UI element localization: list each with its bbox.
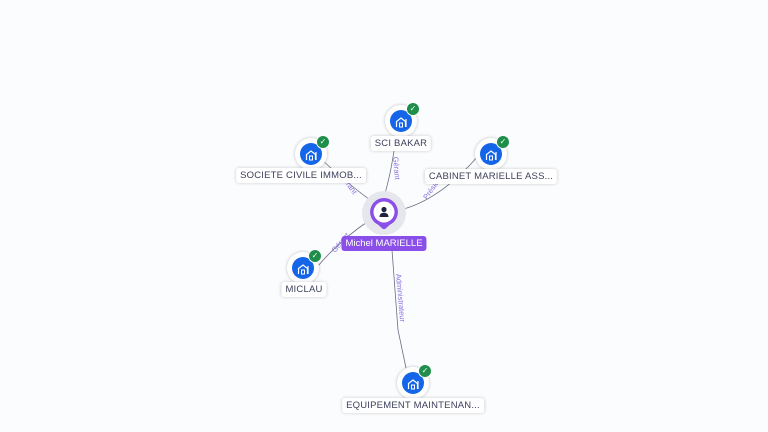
company-node[interactable]: ✓	[397, 364, 432, 399]
company-icon-circle	[390, 110, 412, 132]
center-label[interactable]: Michel MARIELLE	[341, 236, 427, 251]
company-label[interactable]: SOCIETE CIVILE IMMOB...	[236, 168, 366, 183]
building-icon	[407, 378, 419, 389]
verified-check-icon: ✓	[316, 135, 330, 149]
person-pin[interactable]	[368, 197, 400, 229]
company-node[interactable]: ✓	[295, 135, 330, 170]
company-icon-circle	[480, 143, 502, 165]
company-icon-circle	[292, 257, 314, 279]
building-icon	[485, 149, 497, 160]
company-icon-circle	[402, 372, 424, 394]
company-label[interactable]: SCI BAKAR	[370, 136, 432, 151]
verified-check-icon: ✓	[418, 364, 432, 378]
building-icon	[305, 149, 317, 160]
verified-check-icon: ✓	[308, 249, 322, 263]
edge-equipement	[391, 249, 407, 369]
verified-check-icon: ✓	[496, 135, 510, 149]
verified-check-icon: ✓	[406, 102, 420, 116]
company-icon-circle	[300, 143, 322, 165]
person-icon	[379, 206, 389, 217]
company-label[interactable]: MICLAU	[281, 282, 327, 297]
company-label[interactable]: CABINET MARIELLE ASS...	[424, 169, 558, 184]
company-label[interactable]: EQUIPEMENT MAINTENAN...	[342, 398, 484, 413]
company-node[interactable]: ✓	[385, 102, 420, 137]
company-node[interactable]: ✓	[475, 135, 510, 170]
building-icon	[395, 116, 407, 127]
edge-cabinet	[399, 155, 479, 211]
edge-label: Administrateur	[394, 273, 407, 322]
building-icon	[297, 263, 309, 274]
edge-label: Gérant	[391, 156, 402, 181]
company-node[interactable]: ✓	[287, 249, 322, 284]
